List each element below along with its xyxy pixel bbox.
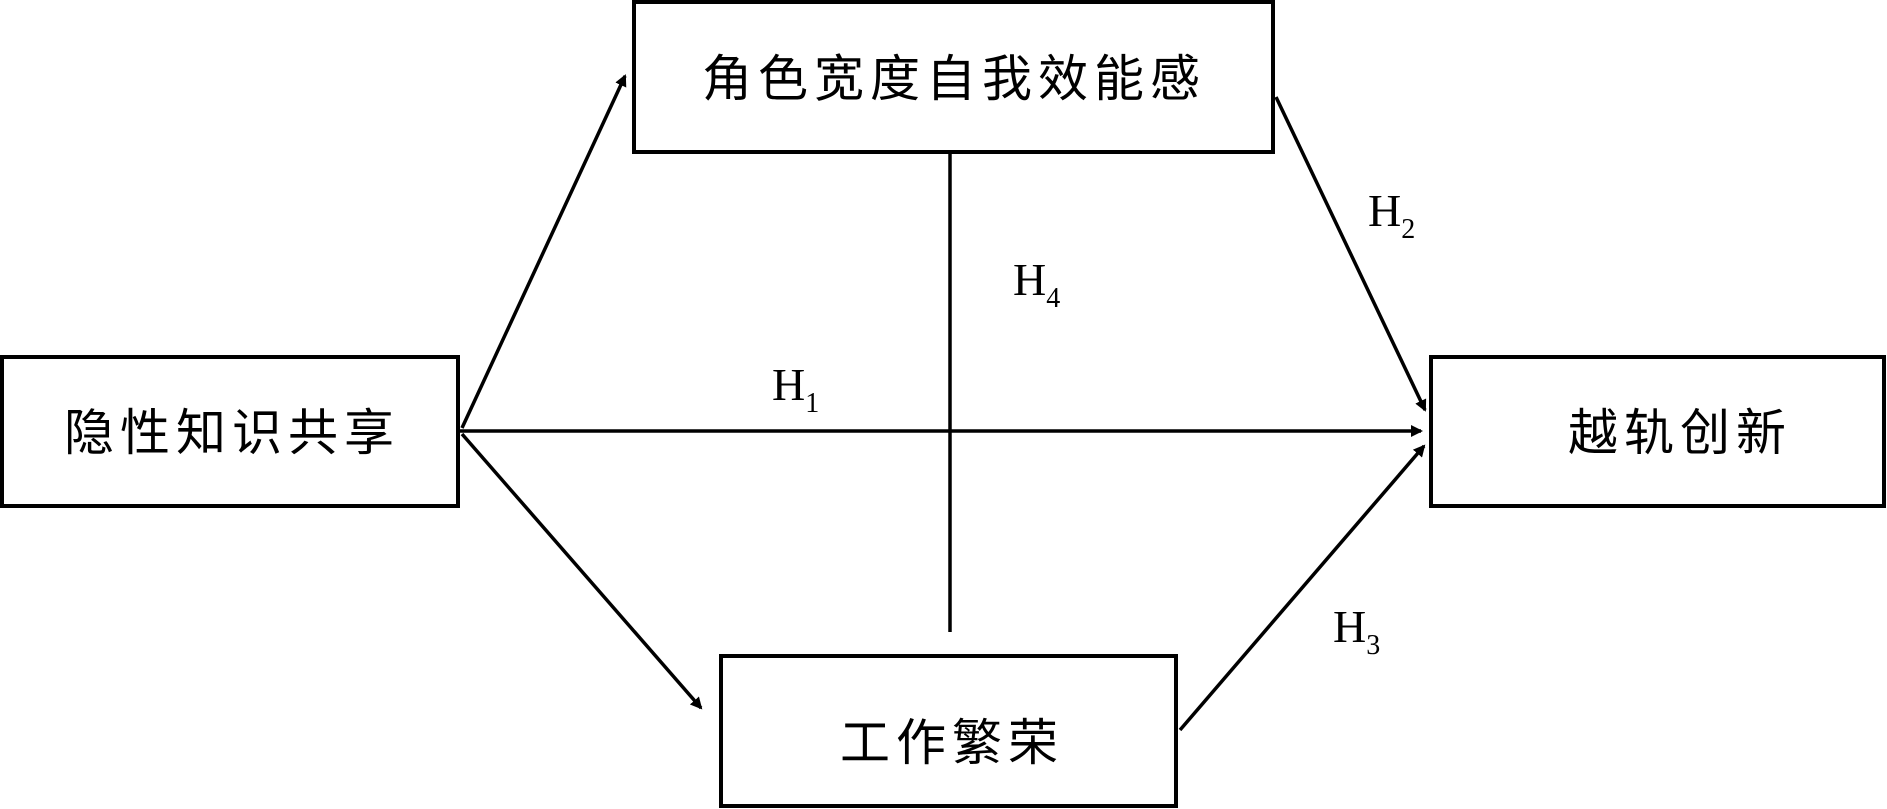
hypothesis-label-h2: H2	[1368, 185, 1415, 245]
path-b-arrow	[460, 432, 703, 710]
node-label-creative-deviance: 越轨创新	[1568, 404, 1792, 462]
node-box-tacit-knowledge-sharing	[0, 355, 460, 508]
hypothesis-label-h4: H4	[1013, 254, 1060, 314]
hypothesis-h1-main: H	[772, 359, 805, 410]
hypothesis-h4-main: H	[1013, 254, 1046, 305]
hypothesis-h2-sub: 2	[1401, 214, 1415, 245]
node-box-creative-deviance	[1429, 355, 1886, 508]
hypothesis-label-h3: H3	[1333, 601, 1380, 661]
node-label-role-breadth-self-efficacy: 角色宽度自我效能感	[702, 50, 1206, 108]
hypothesis-h4-sub: 4	[1046, 283, 1060, 314]
node-box-thriving-at-work	[719, 654, 1178, 808]
hypothesis-h3-main: H	[1333, 601, 1366, 652]
node-box-role-breadth-self-efficacy	[632, 0, 1275, 154]
hypothesis-label-h1: H1	[772, 359, 819, 419]
node-label-thriving-at-work: 工作繁荣	[840, 714, 1064, 772]
path-h3-arrow	[1178, 444, 1426, 732]
hypothesis-h2-main: H	[1368, 185, 1401, 236]
path-a-arrow	[460, 74, 627, 429]
hypothesis-h1-sub: 1	[805, 388, 819, 419]
path-h2-arrow	[1274, 96, 1427, 412]
node-label-tacit-knowledge-sharing: 隐性知识共享	[64, 404, 400, 462]
hypothesis-h3-sub: 3	[1366, 630, 1380, 661]
